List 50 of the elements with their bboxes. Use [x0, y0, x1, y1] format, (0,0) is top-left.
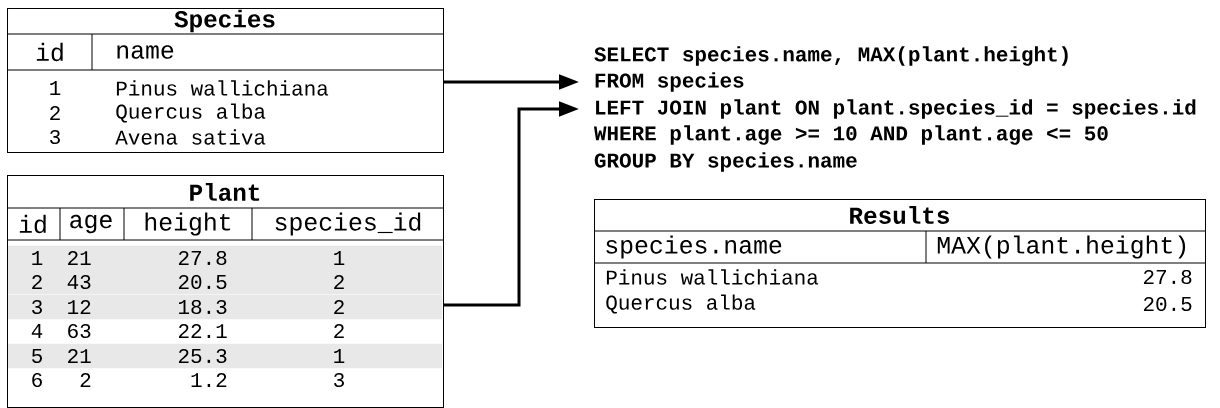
cell-value: 63 [68, 323, 91, 339]
column-heading: species.name [606, 235, 782, 259]
cell-value: 21 [68, 349, 91, 363]
cell-value: 6 [32, 372, 42, 388]
cell-value: Quercus alba [116, 103, 266, 123]
column-heading: name [117, 45, 174, 59]
cell-value: 2 [80, 373, 91, 387]
cell-value: 21 [68, 251, 91, 265]
column-heading: MAX(plant.height) [937, 235, 1186, 259]
query-line: WHERE plant.age >= 10 AND plant.age <= 50 [593, 125, 1108, 145]
cell-value: 12 [68, 300, 91, 314]
query-line: LEFT JOIN plant ON plant.species_id = species.id [596, 99, 1196, 119]
column-heading: id [19, 214, 46, 234]
cell-value: 18.3 [179, 299, 227, 315]
cell-value: 3 [334, 372, 344, 388]
cell-value: 1 [334, 251, 345, 265]
query-line: SELECT species.name, MAX(plant.height) [594, 46, 1068, 66]
cell-value: Quercus alba [606, 294, 756, 314]
table-title: Plant [190, 183, 260, 201]
query-line: GROUP BY species.name [594, 152, 857, 172]
table-title: Results [850, 206, 949, 224]
cell-value: Pinus wallichiana [116, 80, 329, 96]
cell-value: 5 [32, 349, 42, 363]
cell-value: 43 [67, 274, 91, 290]
column-heading: age [70, 214, 112, 234]
cell-value: 1 [50, 81, 61, 95]
cell-value: 1.2 [191, 373, 227, 387]
cell-value: 2 [32, 275, 42, 289]
cell-value: 2 [50, 106, 60, 120]
cell-value: 27.8 [1143, 269, 1192, 285]
table-title: Species [174, 9, 275, 33]
column-heading: species_id [275, 212, 421, 236]
cell-value: 1 [334, 349, 345, 363]
cell-value: 3 [50, 129, 60, 145]
column-heading: height [145, 212, 231, 236]
cell-value: Avena sativa [115, 129, 266, 145]
cell-value: 27.8 [178, 250, 227, 266]
cell-value: 3 [32, 299, 42, 315]
cell-value: 2 [334, 324, 344, 338]
cell-value: 4 [31, 324, 43, 338]
query-line: FROM species [595, 72, 744, 92]
cell-value: 20.5 [1143, 296, 1192, 312]
cell-value: 2 [334, 300, 344, 314]
column-heading: id [36, 42, 63, 62]
cell-value: Pinus wallichiana [606, 269, 819, 285]
cell-value: 2 [334, 275, 344, 289]
cell-value: 22.1 [178, 324, 227, 338]
cell-value: 25.3 [178, 348, 227, 364]
cell-value: 20.5 [178, 274, 227, 290]
cell-value: 1 [32, 251, 43, 265]
